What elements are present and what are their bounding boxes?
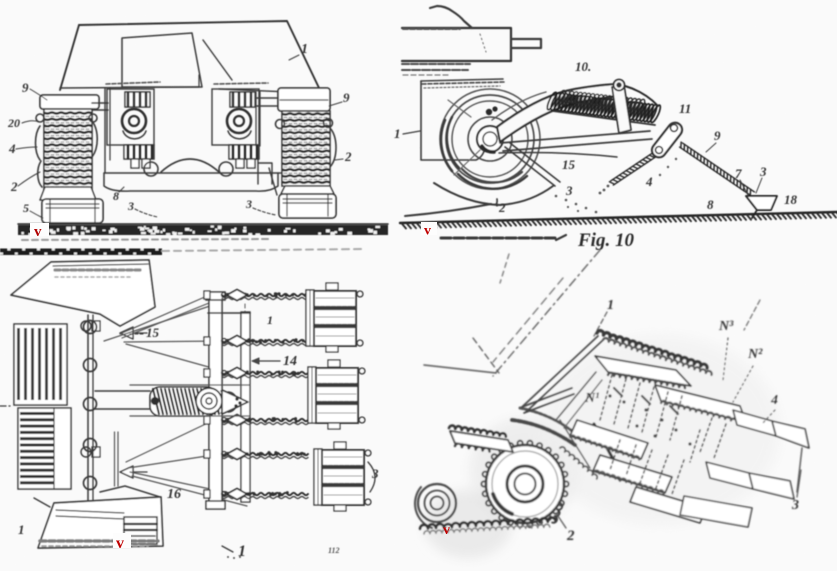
svg-text:18: 18 (784, 192, 798, 207)
svg-text:3: 3 (759, 164, 767, 179)
svg-text:1: 1 (607, 298, 614, 313)
svg-text:1: 1 (301, 42, 308, 57)
svg-text:9: 9 (22, 80, 29, 95)
svg-text:1: 1 (238, 543, 246, 560)
svg-text:v: v (424, 224, 431, 239)
svg-text:14: 14 (283, 354, 297, 369)
svg-text:9: 9 (714, 128, 721, 143)
svg-text:16: 16 (167, 487, 181, 502)
svg-text:9: 9 (343, 90, 350, 105)
svg-text:8: 8 (707, 197, 714, 212)
svg-text:3: 3 (371, 466, 379, 481)
svg-text:3: 3 (565, 183, 573, 198)
svg-text:10.: 10. (575, 59, 591, 74)
svg-text:4: 4 (8, 141, 16, 156)
svg-text:15: 15 (146, 325, 160, 340)
svg-text:3: 3 (791, 498, 799, 513)
svg-text:3: 3 (127, 199, 134, 213)
svg-text:N²: N² (747, 347, 763, 362)
svg-text:4: 4 (645, 174, 653, 189)
svg-text:112: 112 (328, 546, 340, 555)
svg-text:1: 1 (394, 126, 401, 141)
svg-text:2: 2 (498, 200, 506, 215)
svg-text:N¹: N¹ (584, 391, 599, 406)
svg-text:7: 7 (735, 166, 742, 181)
svg-text:Fig. 10: Fig. 10 (577, 230, 634, 251)
svg-text:v: v (443, 523, 450, 538)
svg-text:8: 8 (113, 189, 119, 203)
svg-text:1: 1 (267, 313, 273, 327)
svg-text:2: 2 (344, 149, 352, 164)
svg-text:2: 2 (10, 179, 18, 194)
svg-text:5: 5 (23, 201, 29, 215)
svg-text:3: 3 (245, 197, 252, 211)
svg-text:4: 4 (770, 393, 778, 408)
svg-text:v: v (34, 224, 42, 240)
svg-text:11: 11 (679, 101, 691, 116)
svg-text:15: 15 (562, 157, 576, 172)
svg-text:v: v (116, 535, 124, 552)
svg-text:N³: N³ (718, 319, 734, 334)
svg-text:2: 2 (566, 528, 575, 544)
svg-text:20: 20 (7, 116, 20, 130)
svg-text:1: 1 (18, 522, 25, 537)
